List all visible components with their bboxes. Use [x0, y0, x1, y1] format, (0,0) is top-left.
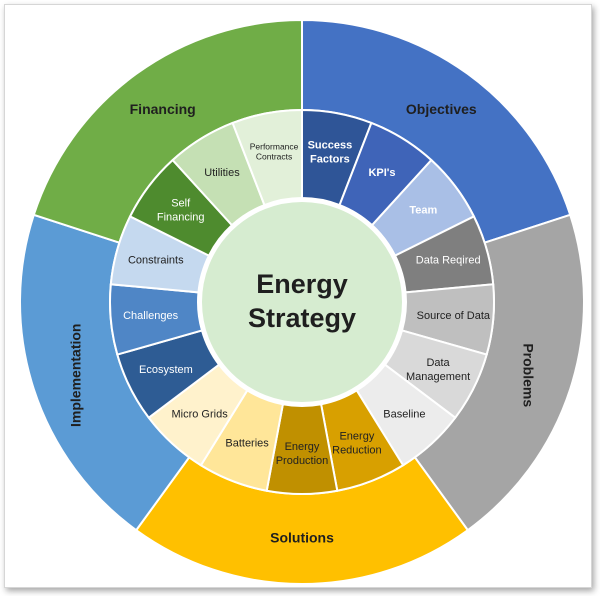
inner-label-source-of-data: Source of Data	[417, 310, 491, 322]
inner-label-data-reqired: Data Reqired	[416, 254, 481, 266]
center-circle	[200, 200, 404, 404]
inner-label-batteries: Batteries	[225, 438, 269, 450]
outer-label-implementation: Implementation	[67, 324, 83, 427]
inner-label-team: Team	[409, 204, 437, 216]
inner-label-micro-grids: Micro Grids	[171, 408, 228, 420]
outer-label-solutions: Solutions	[270, 530, 334, 546]
inner-label-challenges: Challenges	[123, 310, 179, 322]
outer-label-objectives: Objectives	[406, 101, 477, 117]
inner-label-kpi-s: KPI's	[368, 167, 395, 179]
inner-label-baseline: Baseline	[383, 408, 425, 420]
outer-label-financing: Financing	[130, 101, 196, 117]
inner-label-utilities: Utilities	[204, 167, 240, 179]
inner-segment-performance-contracts	[231, 108, 303, 207]
inner-label-constraints: Constraints	[128, 254, 184, 266]
inner-label-ecosystem: Ecosystem	[139, 364, 193, 376]
outer-label-problems: Problems	[521, 343, 537, 407]
